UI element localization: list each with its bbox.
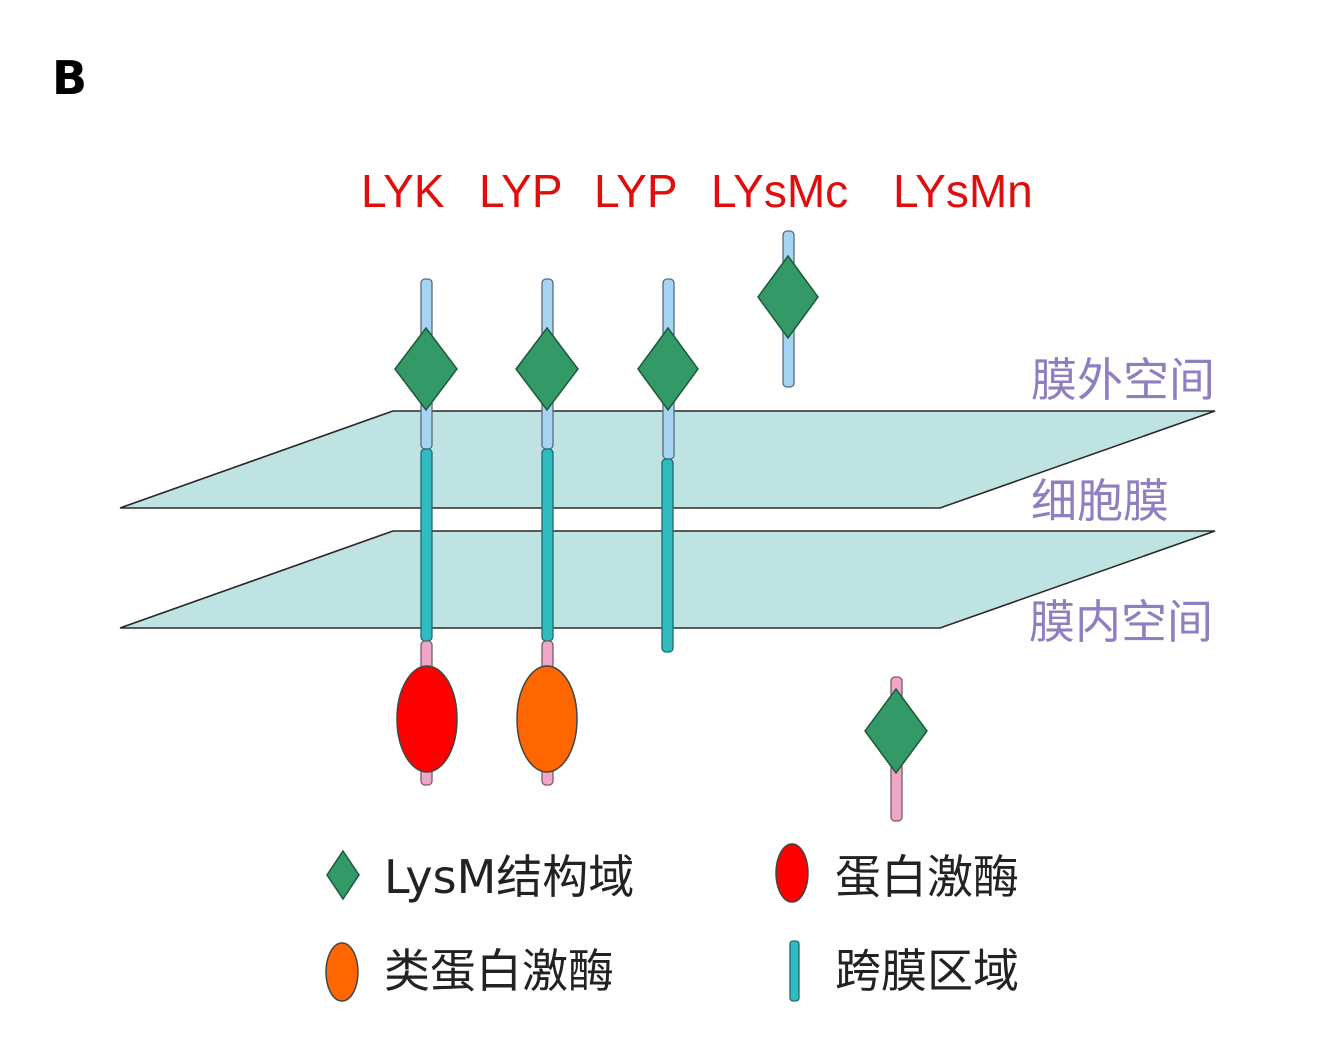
protein-lysmn	[864, 676, 928, 822]
legend: LysM结构域 蛋白激酶 类蛋白激酶 跨膜区域	[325, 843, 1019, 1002]
legend-transmembrane-icon	[789, 940, 800, 1002]
panel-label: B	[52, 51, 87, 105]
lyp2-lysm-domain-icon	[637, 326, 699, 412]
lyp1-kinase-like-domain-icon	[516, 665, 578, 773]
type-label-lyp-1: LYP	[479, 165, 563, 217]
lyk-lysm-domain-icon	[394, 326, 458, 412]
protein-lyp-1	[515, 278, 579, 786]
legend-transmembrane-label: 跨膜区域	[835, 944, 1019, 998]
legend-lysm-icon	[326, 849, 360, 901]
region-label-extracellular: 膜外空间	[1031, 353, 1215, 407]
legend-kinase-label: 蛋白激酶	[835, 850, 1019, 904]
legend-kinase-like-icon	[325, 942, 359, 1002]
legend-kinase-like-label: 类蛋白激酶	[384, 944, 614, 998]
type-label-lyk: LYK	[361, 165, 445, 217]
region-label-membrane: 细胞膜	[1031, 474, 1169, 528]
protein-lyk	[394, 278, 458, 786]
lyk-transmembrane-segment	[420, 448, 433, 642]
protein-lyp-2	[637, 278, 699, 653]
lyk-kinase-domain-icon	[396, 665, 458, 773]
lyp1-lysm-domain-icon	[515, 326, 579, 412]
lyp1-transmembrane-segment	[541, 448, 554, 642]
type-label-lysmn: LYsMn	[893, 165, 1033, 217]
legend-lysm-label: LysM结构域	[384, 850, 634, 904]
lyp2-transmembrane-segment	[661, 458, 674, 653]
legend-kinase-icon	[775, 843, 809, 903]
protein-lysmc	[757, 230, 819, 388]
lysmc-lysm-domain-icon	[757, 254, 819, 340]
region-label-intracellular: 膜内空间	[1029, 595, 1213, 649]
type-label-lysmc: LYsMc	[711, 165, 848, 217]
lysmn-lysm-domain-icon	[864, 687, 928, 775]
type-label-lyp-2: LYP	[594, 165, 678, 217]
